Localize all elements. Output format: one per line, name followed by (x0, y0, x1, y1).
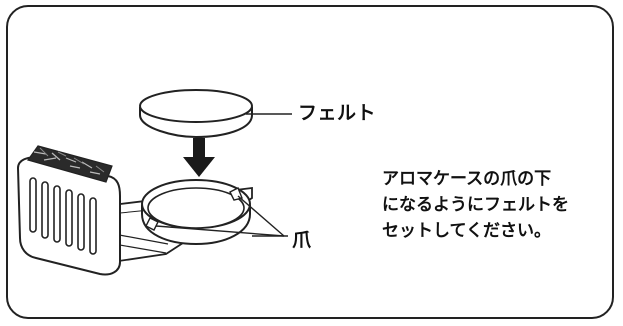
aroma-case (16, 145, 253, 276)
instruction-text: アロマケースの爪の下 になるようにフェルトを セットしてください。 (382, 166, 612, 244)
instruction-line: セットしてください。 (382, 221, 551, 241)
instruction-line: アロマケースの爪の下 (382, 169, 552, 189)
felt-label: フェルト (298, 102, 377, 124)
claw-leader-lines (155, 195, 288, 237)
claw-label: 爪 (292, 229, 312, 251)
arrow-down-icon (183, 138, 215, 177)
felt-pad (139, 89, 253, 139)
instruction-line: になるようにフェルトを (382, 195, 569, 215)
